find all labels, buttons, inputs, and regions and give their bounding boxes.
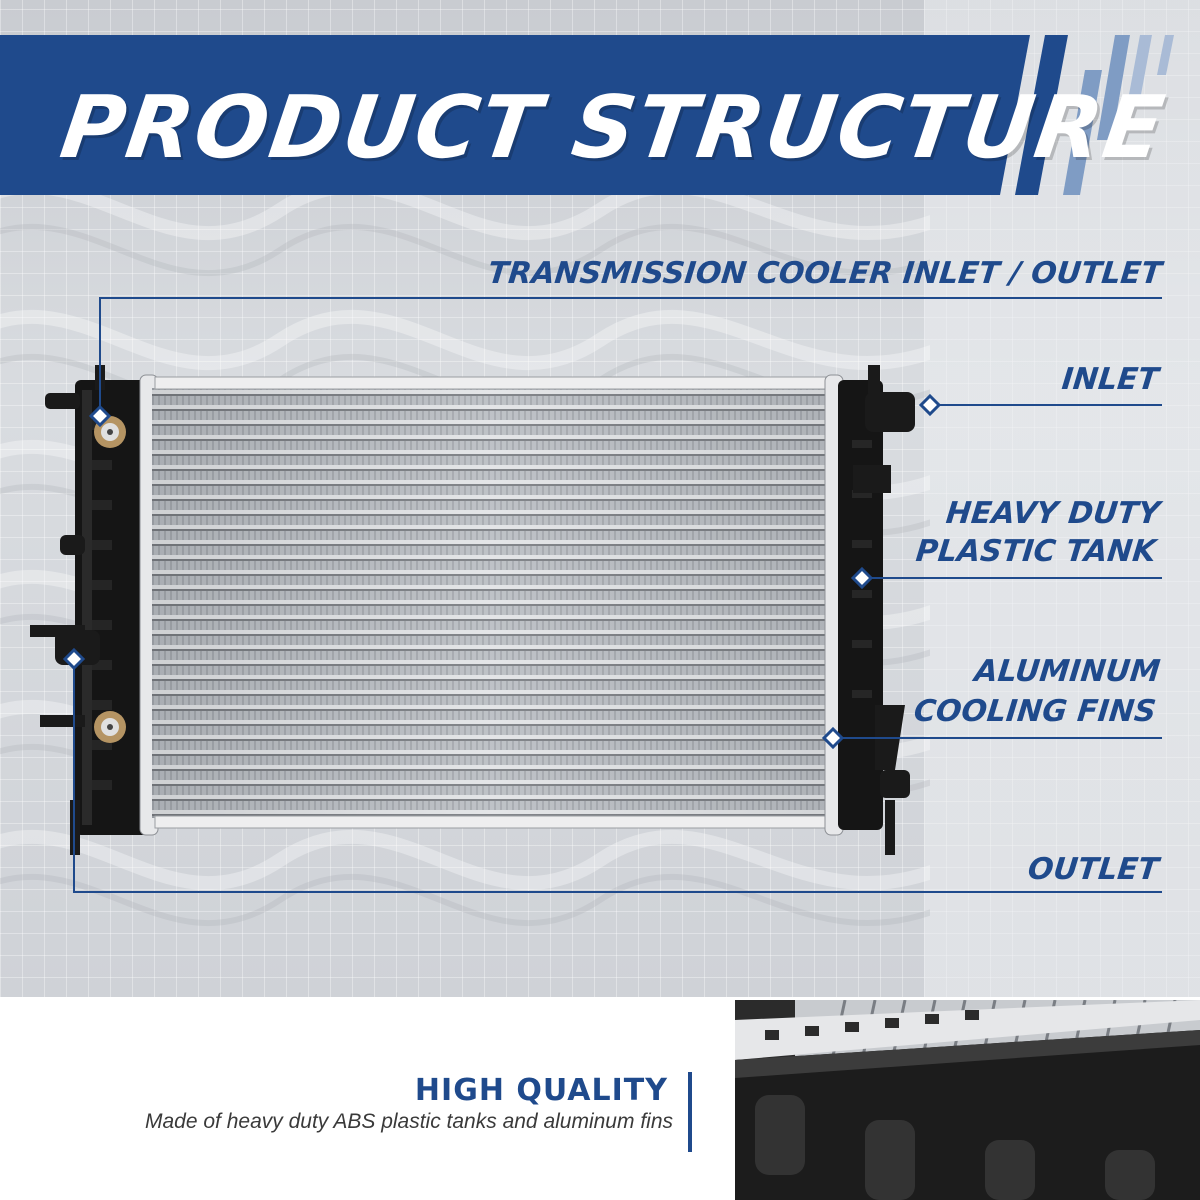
callout-cooling-fins: ALUMINUM COOLING FINS bbox=[912, 652, 1162, 732]
callout-outlet: OUTLET bbox=[1025, 852, 1160, 887]
callout-transmission-cooler: TRANSMISSION COOLER INLET / OUTLET bbox=[486, 256, 1164, 291]
callout-cooling-fins-line2: COOLING FINS bbox=[912, 694, 1158, 729]
callout-plastic-tank-line2: PLASTIC TANK bbox=[914, 534, 1158, 569]
callout-plastic-tank: HEAVY DUTY PLASTIC TANK bbox=[914, 495, 1162, 571]
feature-title: HIGH QUALITY bbox=[414, 1073, 668, 1108]
feature-description: Made of heavy duty ABS plastic tanks and… bbox=[145, 1110, 673, 1133]
callout-cooling-fins-line1: ALUMINUM bbox=[972, 654, 1162, 689]
radiator-image bbox=[30, 365, 915, 855]
closeup-image bbox=[735, 1000, 1200, 1200]
callout-inlet: INLET bbox=[1059, 362, 1160, 397]
page-title: PRODUCT STRUCTURE bbox=[54, 78, 1172, 178]
feature-divider bbox=[688, 1072, 692, 1152]
callout-plastic-tank-line1: HEAVY DUTY bbox=[944, 496, 1162, 531]
header-banner: PRODUCT STRUCTURE bbox=[0, 30, 1200, 200]
